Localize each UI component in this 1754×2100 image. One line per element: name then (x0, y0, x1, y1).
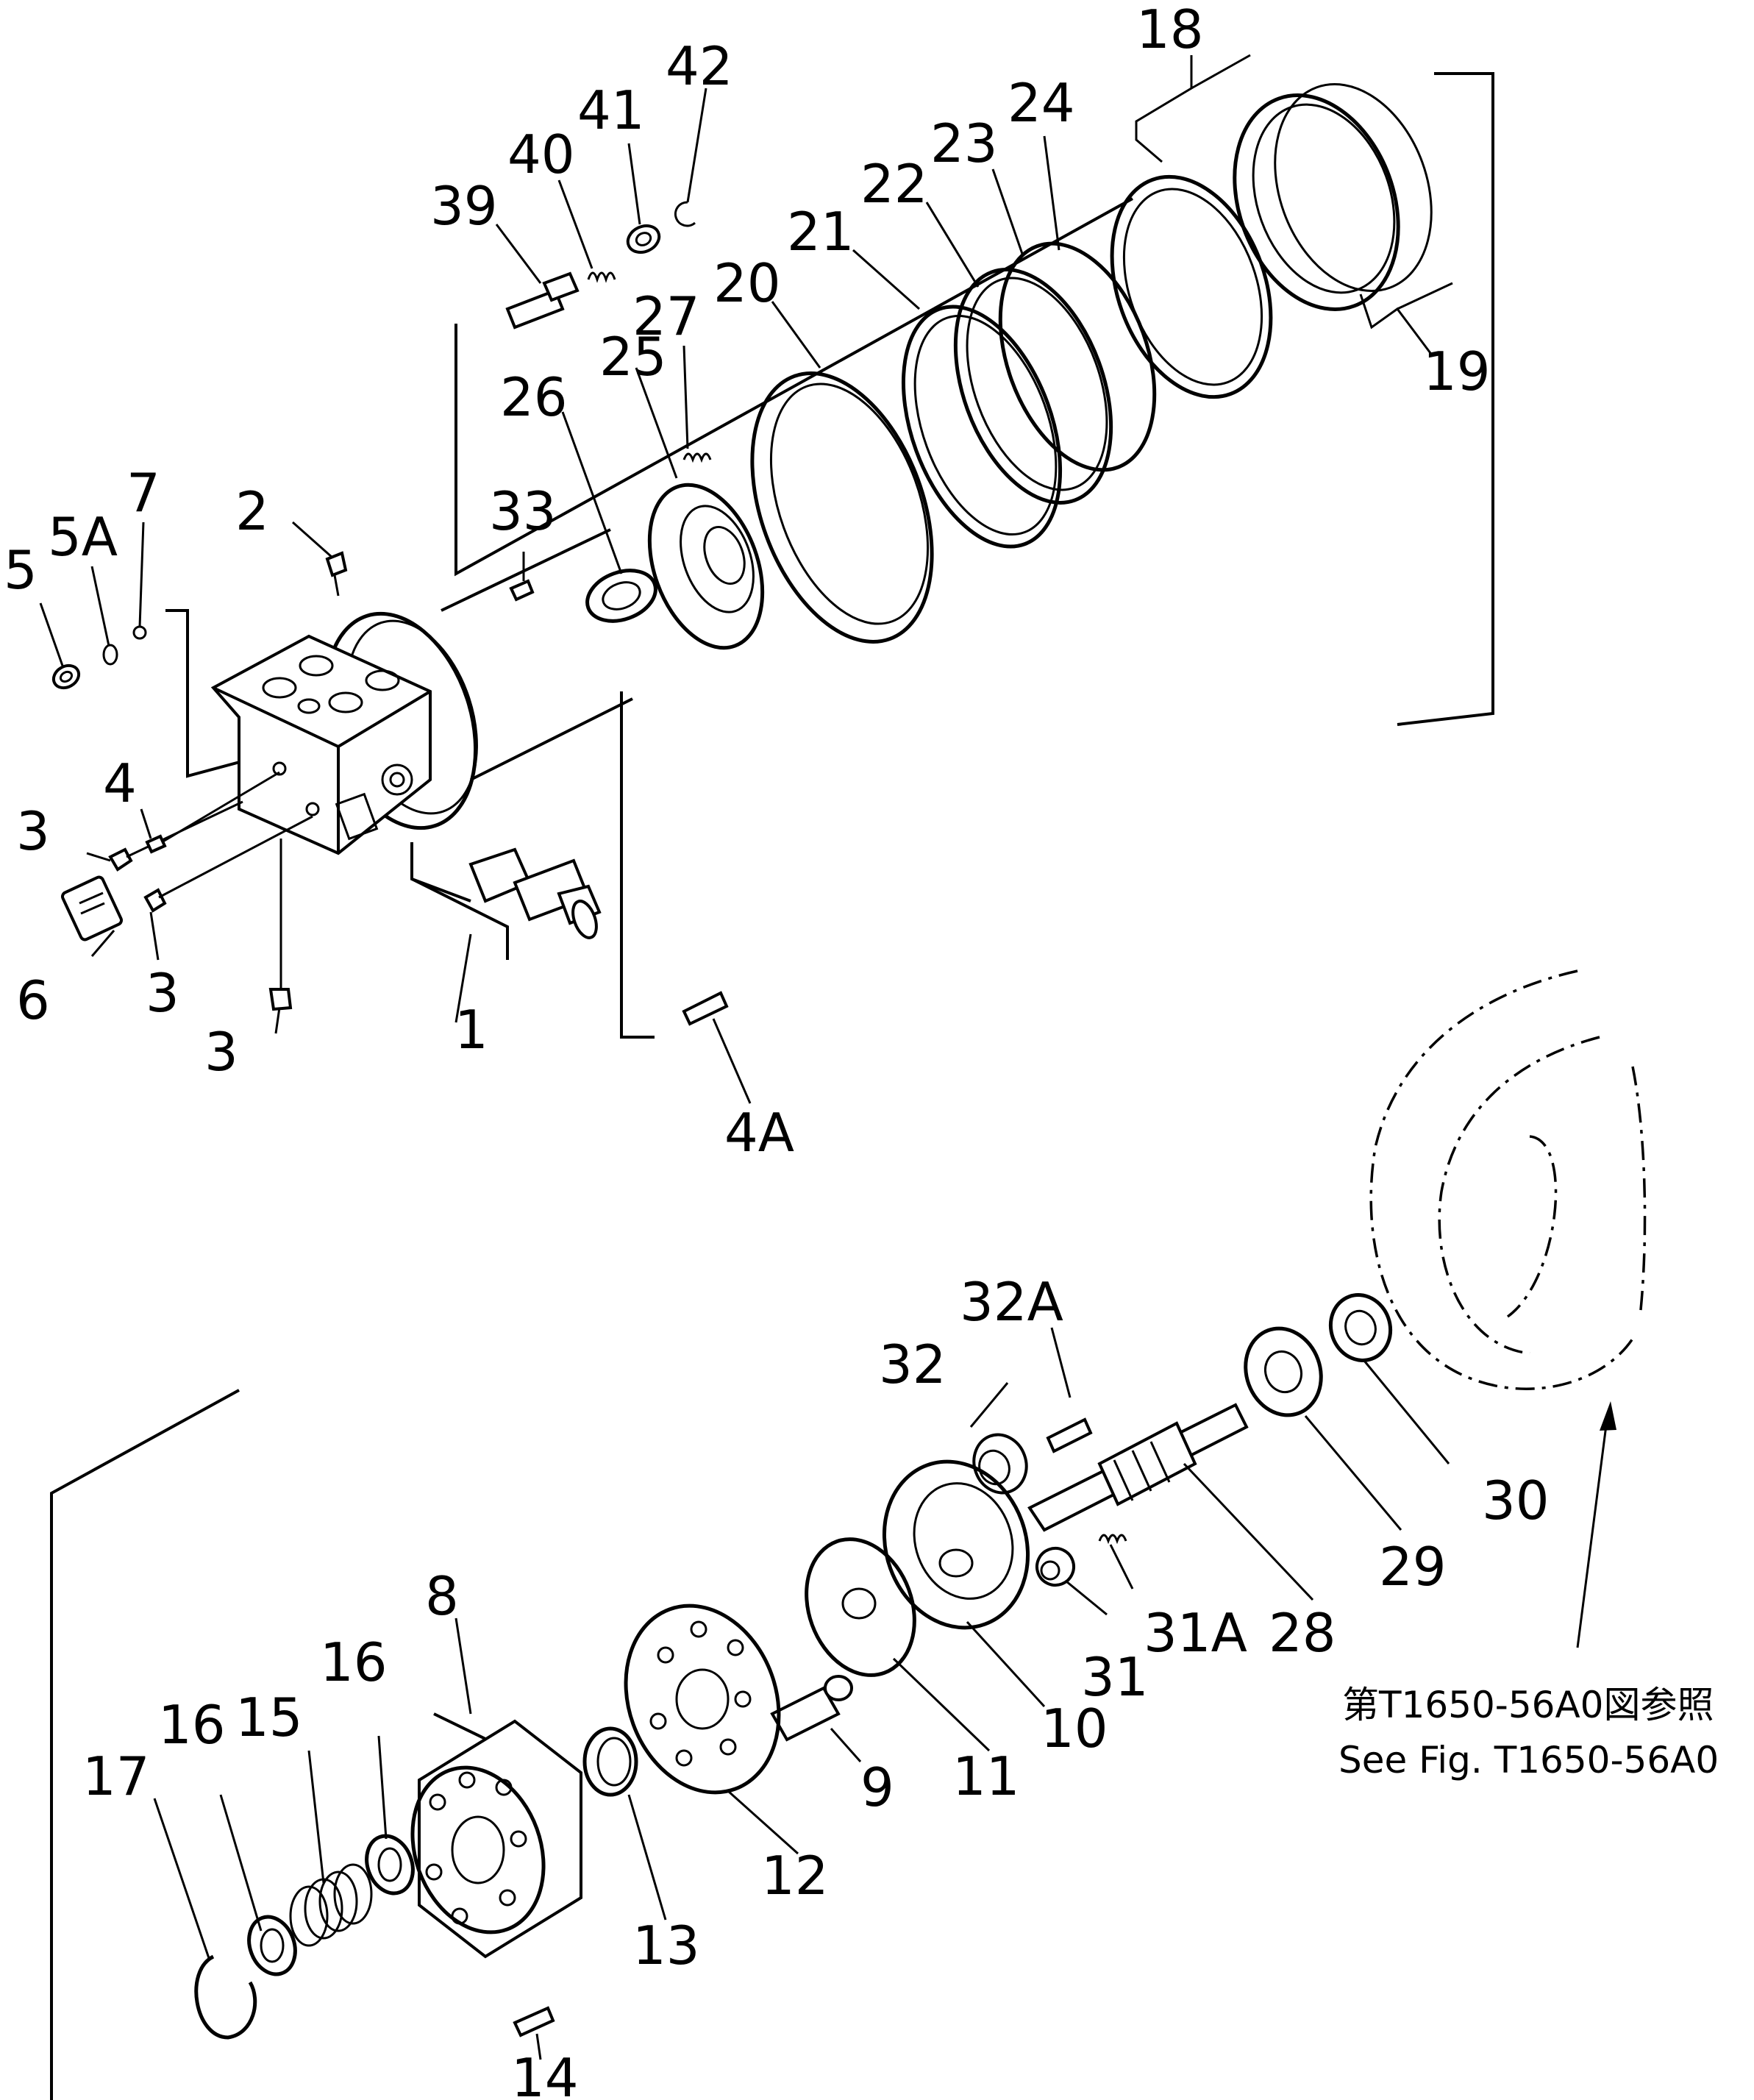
label-22: 22 (860, 153, 928, 215)
spring-27 (682, 452, 712, 463)
bearing-29 (1244, 1326, 1323, 1417)
label-20: 20 (713, 252, 781, 314)
ring-20 (750, 371, 934, 644)
snap-ring-17 (194, 1954, 257, 2040)
separator-plate-18 (1110, 174, 1273, 399)
label-5: 5 (4, 539, 38, 601)
pin-14 (513, 2006, 555, 2037)
piston-31 (1035, 1547, 1075, 1587)
label-3-middle: 3 (146, 962, 179, 1024)
label-6: 6 (16, 969, 50, 1031)
bearing-30 (1328, 1293, 1393, 1362)
label-2: 2 (235, 480, 269, 542)
leader-lines (39, 54, 1616, 2060)
label-4a: 4A (724, 1102, 794, 1164)
pin-33 (509, 579, 535, 602)
label-32a: 32A (960, 1271, 1063, 1333)
label-4: 4 (103, 752, 137, 814)
bolt-2 (325, 551, 348, 597)
clip-42 (674, 201, 696, 227)
label-12: 12 (761, 1845, 829, 1907)
spool-39 (505, 271, 580, 330)
label-29: 29 (1379, 1536, 1447, 1598)
label-23: 23 (930, 113, 998, 174)
nut-41 (626, 224, 661, 254)
valve-plate-25 (647, 483, 765, 650)
label-21: 21 (787, 201, 855, 263)
label-3-left: 3 (16, 800, 50, 862)
label-39: 39 (430, 175, 498, 237)
ball-7 (132, 625, 147, 640)
part-labels: 1 2 3 3 3 4 4A 5 5A 6 7 8 9 10 11 12 13 … (4, 0, 1550, 2100)
label-16-left: 16 (158, 1694, 226, 1756)
ring-21 (901, 305, 1063, 549)
pin-4a (682, 991, 729, 1026)
ring-22-23 (953, 268, 1113, 505)
label-9: 9 (860, 1756, 894, 1818)
spring-31a (1098, 1534, 1127, 1545)
spring-40 (587, 271, 616, 283)
label-3-bottom: 3 (204, 1021, 238, 1083)
label-42: 42 (666, 35, 733, 97)
spring-4 (145, 771, 280, 854)
label-27: 27 (632, 285, 700, 347)
plug-3-bottom (268, 839, 293, 1011)
filter-6 (60, 875, 124, 942)
retainer-26 (585, 569, 657, 623)
label-18: 18 (1136, 0, 1204, 60)
label-11: 11 (952, 1745, 1020, 1807)
label-40: 40 (507, 124, 575, 185)
plug-32 (972, 1433, 1028, 1495)
label-25: 25 (599, 326, 667, 388)
label-8: 8 (425, 1565, 459, 1627)
figure-reference-note: 第T1650-56A0図参照 See Fig. T1650-56A0 (1338, 1684, 1719, 1782)
label-15: 15 (235, 1687, 303, 1748)
label-30: 30 (1482, 1470, 1550, 1531)
spring-15 (289, 1863, 373, 1947)
plug-3-middle (143, 815, 313, 913)
label-41: 41 (577, 79, 645, 141)
label-32: 32 (879, 1334, 946, 1395)
o-ring-5a (102, 644, 118, 666)
washer-16-left (247, 1915, 297, 1976)
label-31: 31 (1081, 1646, 1149, 1708)
label-33: 33 (489, 480, 557, 542)
label-13: 13 (632, 1915, 700, 1976)
label-24: 24 (1008, 72, 1075, 134)
swash-plate-12 (624, 1604, 781, 1795)
housing-outline (1369, 969, 1647, 1390)
cover-10 (882, 1459, 1030, 1630)
pin-9 (770, 1675, 853, 1742)
cylinder-block-8 (410, 1719, 582, 1959)
label-19: 19 (1423, 341, 1491, 402)
ring-24 (998, 241, 1157, 472)
reference-japanese: 第T1650-56A0図参照 (1342, 1684, 1714, 1726)
label-14: 14 (511, 2047, 579, 2100)
label-16-right: 16 (320, 1631, 388, 1693)
label-28: 28 (1269, 1602, 1336, 1664)
label-5a: 5A (48, 506, 118, 568)
label-7: 7 (126, 462, 160, 524)
washer-16-right (365, 1834, 415, 1896)
label-10: 10 (1041, 1698, 1108, 1759)
shaft-28 (1027, 1403, 1249, 1532)
pin-32a (1046, 1417, 1093, 1453)
valve-body (210, 528, 633, 960)
label-26: 26 (500, 366, 568, 428)
plug-5 (51, 663, 81, 690)
friction-plate-19 (1233, 83, 1433, 311)
label-31a: 31A (1144, 1602, 1247, 1664)
label-1: 1 (454, 999, 488, 1061)
plate-11 (805, 1537, 916, 1677)
label-17: 17 (82, 1745, 150, 1807)
spring-13 (582, 1726, 638, 1797)
reference-english: See Fig. T1650-56A0 (1338, 1739, 1719, 1782)
